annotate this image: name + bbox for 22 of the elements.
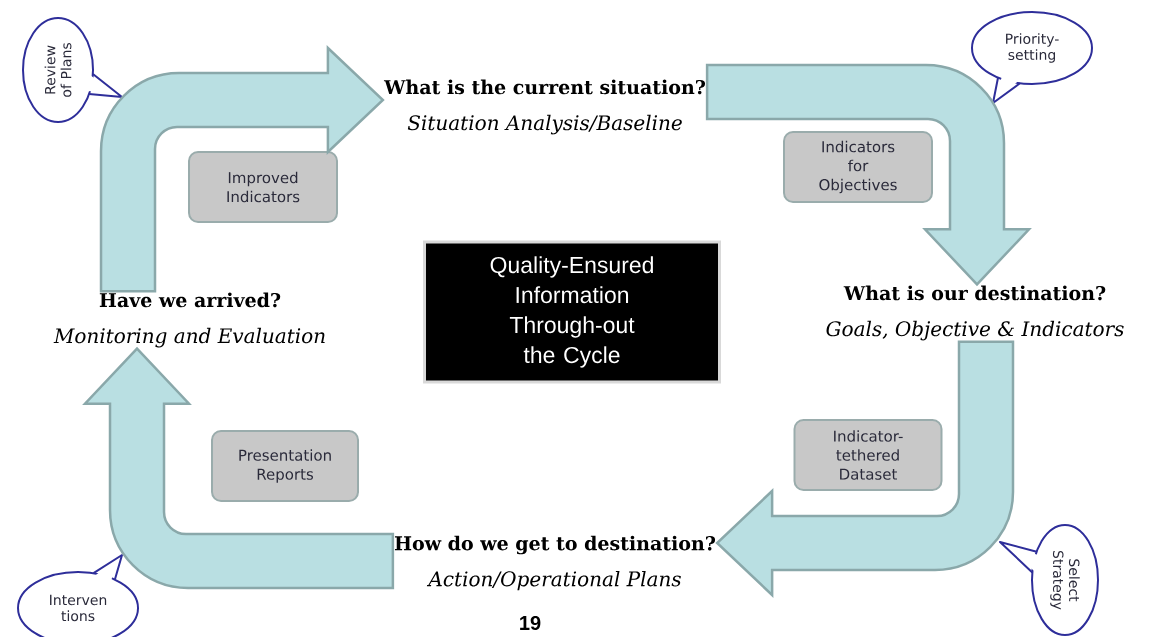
stage-description: Action/Operational Plans [426, 570, 681, 591]
speech-bubble: Interven tions [17, 554, 139, 637]
block-arrow [705, 63, 1031, 286]
page-number: 19 [520, 615, 541, 631]
label-box: Indicator-tethered Dataset [793, 419, 943, 491]
stage-description: Monitoring and Evaluation [53, 327, 325, 348]
label-box: Improved Indicators [188, 151, 338, 223]
speech-bubble: Select Strategy [999, 524, 1099, 636]
label-box: Indicators for Objectives [783, 131, 933, 203]
stage-heading: Have we arrived? [99, 292, 281, 308]
speech-bubble: Review of Plans [22, 17, 123, 123]
speech-bubble: Priority-setting [971, 11, 1093, 104]
block-arrow [99, 46, 385, 293]
stage-heading: How do we get to destination? [394, 535, 716, 555]
stage-description: Goals, Objective & Indicators [826, 320, 1124, 341]
stage-description: Situation Analysis/Baseline [407, 114, 682, 135]
block-arrow [715, 340, 1015, 597]
label-box: Presentation Reports [211, 430, 359, 502]
title-box: Quality-Ensured Information Through-out the Cycle [423, 240, 721, 384]
block-arrow [83, 347, 395, 590]
stage-heading: What is the current situation? [383, 79, 706, 95]
stage-heading: What is our destination? [843, 285, 1106, 301]
